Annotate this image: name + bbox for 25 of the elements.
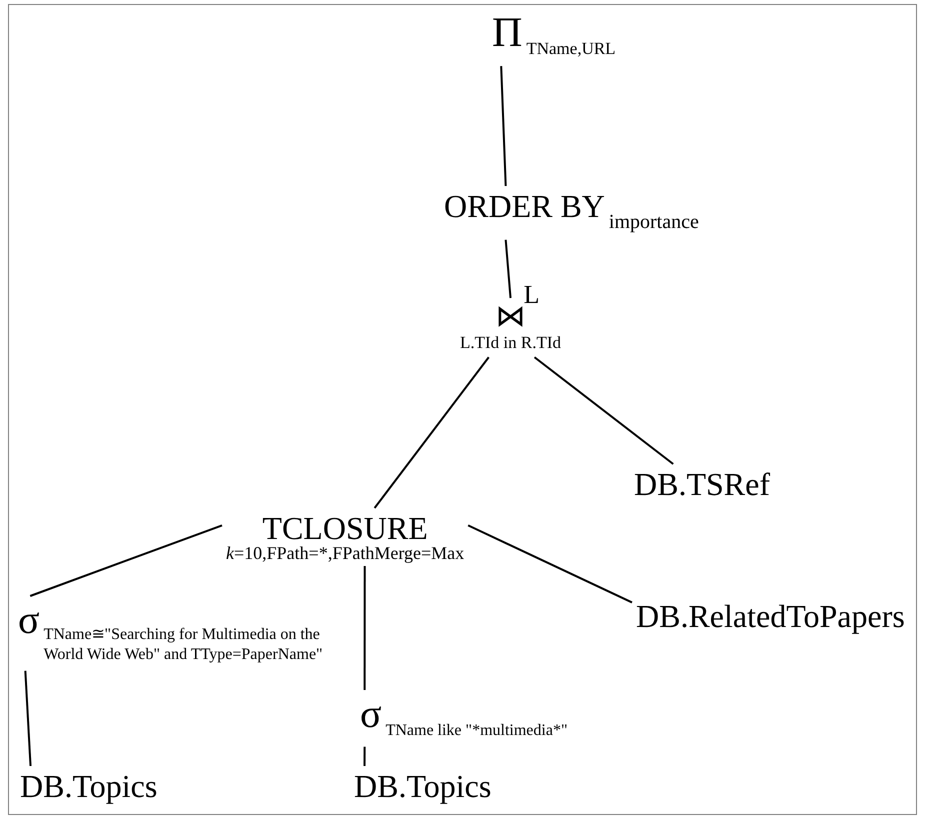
join-condition: L.TId in R.TId xyxy=(460,332,562,354)
relation-name: DB.Topics xyxy=(20,768,158,804)
selection-condition: TName like "*multimedia*" xyxy=(386,722,568,739)
tree-edge xyxy=(468,524,632,604)
tree-edge xyxy=(534,356,674,465)
tree-edge xyxy=(504,240,512,298)
tree-edge xyxy=(364,566,366,690)
subscript-text: importance xyxy=(608,210,699,233)
tree-edge xyxy=(24,670,32,766)
pi-symbol: Π xyxy=(492,12,522,54)
sigma-symbol: σ xyxy=(360,694,382,734)
sigma-symbol: σ xyxy=(18,600,40,640)
operator-label: TCLOSURE xyxy=(262,512,428,544)
relation-name: DB.TSRef xyxy=(634,466,770,502)
operator-label: ORDER BY xyxy=(444,190,605,222)
tree-edge xyxy=(30,524,222,597)
relation-name: DB.Topics xyxy=(354,768,492,804)
relation-name: DB.RelatedToPapers xyxy=(636,598,905,634)
join-symbol: ⋈ xyxy=(496,302,526,332)
tree-edge xyxy=(364,746,366,766)
tree-edge xyxy=(500,66,507,186)
operator-parameters: k=10,FPath=*,FPathMerge=Max xyxy=(226,544,464,562)
subscript-text: TName,URL xyxy=(526,39,616,58)
tree-edge xyxy=(374,356,490,509)
side-label: L xyxy=(524,282,540,308)
